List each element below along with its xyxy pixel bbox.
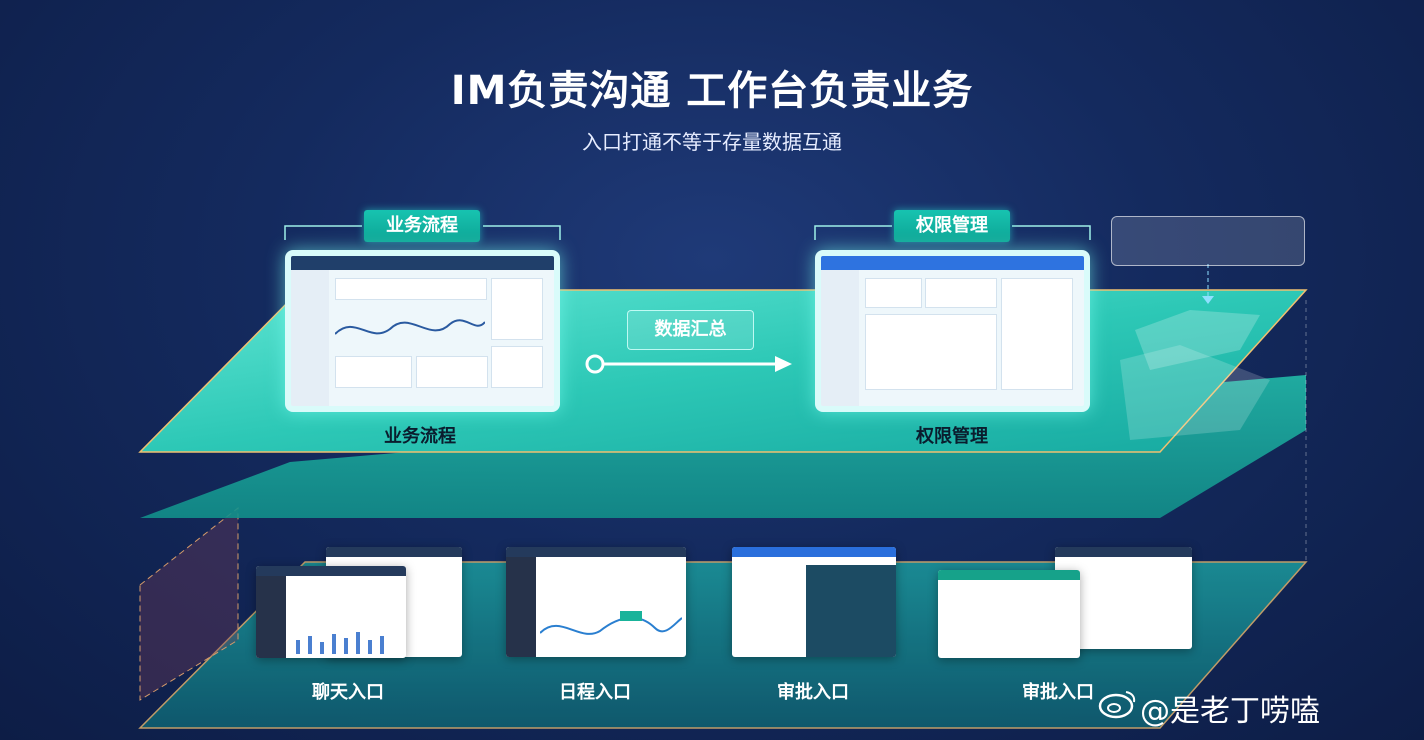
- schedule-entry-screen: [506, 547, 686, 657]
- page-title: IM负责沟通 工作台负责业务: [450, 68, 974, 114]
- tag-business-process: 业务流程: [364, 210, 480, 242]
- tag-permission-management: 权限管理: [894, 210, 1010, 242]
- entry-label-approval-2: 审批入口: [1022, 682, 1094, 703]
- data-summary-label: 数据汇总: [627, 310, 754, 350]
- weibo-icon: [1098, 691, 1136, 719]
- chat-entry-screen: [256, 566, 406, 658]
- caption-permission-management: 权限管理: [916, 426, 988, 447]
- business-process-screen: [285, 250, 560, 412]
- blurred-note-box: [1111, 216, 1305, 266]
- entry-label-approval-1: 审批入口: [777, 682, 849, 703]
- approval-entry-screen-2: [938, 570, 1080, 658]
- approval-entry-screen-1: [732, 547, 896, 657]
- permission-management-screen: [815, 250, 1090, 412]
- watermark: @是老丁唠嗑: [1140, 694, 1320, 729]
- entry-label-chat: 聊天入口: [312, 682, 384, 703]
- bottom-plane-left-wall: [139, 506, 239, 701]
- entry-label-schedule: 日程入口: [559, 682, 631, 703]
- page-subtitle: 入口打通不等于存量数据互通: [582, 130, 842, 154]
- caption-business-process: 业务流程: [384, 426, 456, 447]
